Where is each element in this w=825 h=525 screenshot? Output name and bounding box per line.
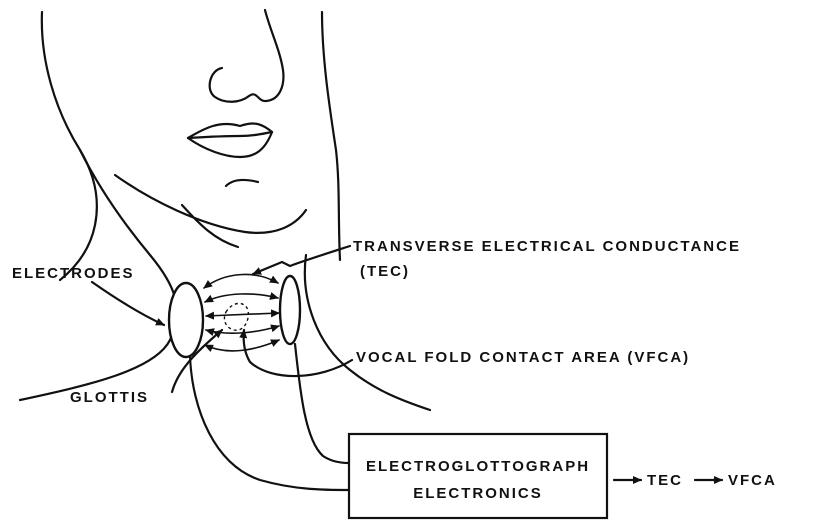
vfca-label: VOCAL FOLD CONTACT AREA (VFCA) <box>356 349 690 366</box>
left-electrode-wire <box>190 356 349 490</box>
electrodes-label: ELECTRODES <box>12 265 135 282</box>
glottis-label: GLOTTIS <box>70 389 149 406</box>
head-left-contour <box>42 12 97 280</box>
tec-label-line1: TRANSVERSE ELECTRICAL CONDUCTANCE <box>353 238 741 255</box>
electrodes-leader <box>92 282 164 325</box>
left-electrode <box>169 283 203 357</box>
field-line <box>205 340 279 351</box>
device-label-line1: ELECTROGLOTTOGRAPH <box>366 458 590 475</box>
electroglottograph-box <box>349 434 607 518</box>
jaw-contour <box>182 205 238 247</box>
field-line <box>206 326 279 333</box>
tec-leader <box>253 246 350 274</box>
device-label-line2: ELECTRONICS <box>413 485 543 502</box>
right-electrode <box>280 276 300 344</box>
field-line <box>205 294 278 302</box>
head-right-contour <box>322 12 340 260</box>
field-line <box>206 313 279 316</box>
chin-contour <box>115 175 306 233</box>
glottis-shape <box>224 303 248 330</box>
field-line <box>204 274 278 288</box>
output-vfca: VFCA <box>728 472 777 489</box>
output-tec: TEC <box>647 472 683 489</box>
nose <box>210 10 284 102</box>
chin-crease <box>226 180 258 186</box>
conductance-field-lines <box>204 274 279 350</box>
upper-lip <box>188 124 272 138</box>
tec-label-line2: (TEC) <box>360 263 410 280</box>
